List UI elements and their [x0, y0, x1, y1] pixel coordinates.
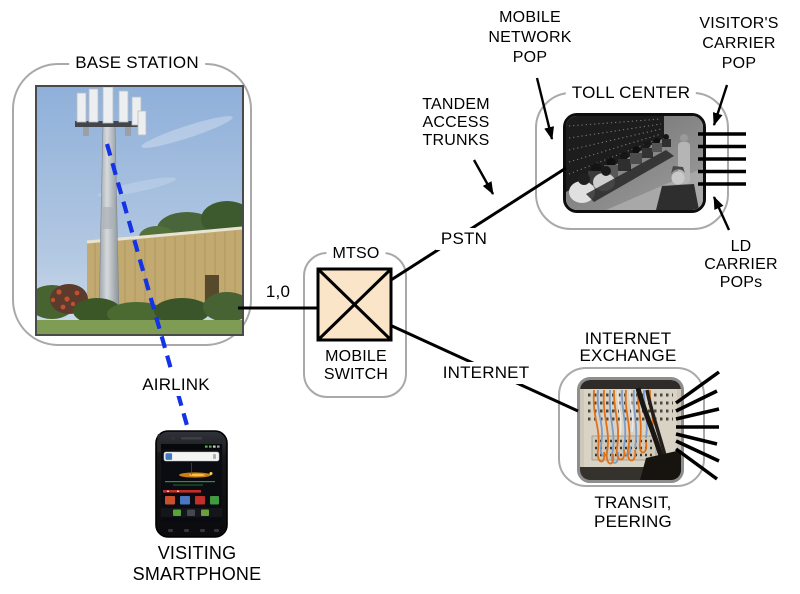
switchboard-operators-photo-art	[566, 116, 703, 210]
internet-exchange-label: INTERNET EXCHANGE	[579, 329, 677, 365]
toll-center-label: TOLL CENTER	[565, 83, 697, 103]
peer-line	[675, 432, 718, 446]
pstn-line	[390, 166, 567, 282]
tandem-access-trunks-label: TANDEM ACCESS TRUNKS	[422, 96, 490, 149]
tandem-access-trunks-arrow	[472, 159, 495, 195]
pstn-label: PSTN	[435, 228, 493, 250]
ld-carrier-pops-arrow	[712, 196, 731, 231]
toll-center-trunk-lines	[698, 132, 746, 186]
patch-panel-cables-photo	[577, 377, 684, 483]
peer-line	[675, 389, 718, 413]
patch-panel-cables-photo-art	[580, 380, 681, 480]
cell-tower-photo	[35, 85, 244, 336]
visitors-carrier-pop-label: VISITOR'S CARRIER POP	[699, 15, 779, 72]
android-smartphone-art	[155, 430, 228, 538]
airlink-label: AIRLINK	[137, 374, 215, 396]
transit-peering-label: TRANSIT, PEERING	[594, 493, 672, 531]
android-smartphone-photo	[155, 430, 228, 538]
peer-line	[674, 370, 721, 405]
ld-carrier-pops-label: LD CARRIER POPs	[704, 238, 778, 291]
visiting-smartphone-label: VISITING SMARTPHONE	[132, 543, 262, 584]
mtso-label: MTSO	[326, 245, 386, 263]
internet-label: INTERNET	[437, 362, 535, 384]
peer-line	[675, 407, 720, 421]
mobile-switch-label: MOBILE SWITCH	[323, 348, 389, 383]
peer-line	[674, 447, 719, 481]
mobile-network-pop-arrow	[535, 77, 554, 140]
mobile-network-pop-label: MOBILE NETWORK POP	[488, 9, 572, 66]
internet-exchange-peer-lines	[674, 370, 721, 481]
visitors-carrier-pop-arrow	[712, 84, 729, 126]
peer-line	[675, 439, 720, 463]
port-label: 1,0	[265, 282, 291, 301]
cell-tower-photo-art	[37, 87, 242, 334]
base-station-label: BASE STATION	[69, 53, 205, 73]
mobile-switch-symbol	[316, 267, 393, 342]
switchboard-operators-photo	[563, 113, 706, 213]
